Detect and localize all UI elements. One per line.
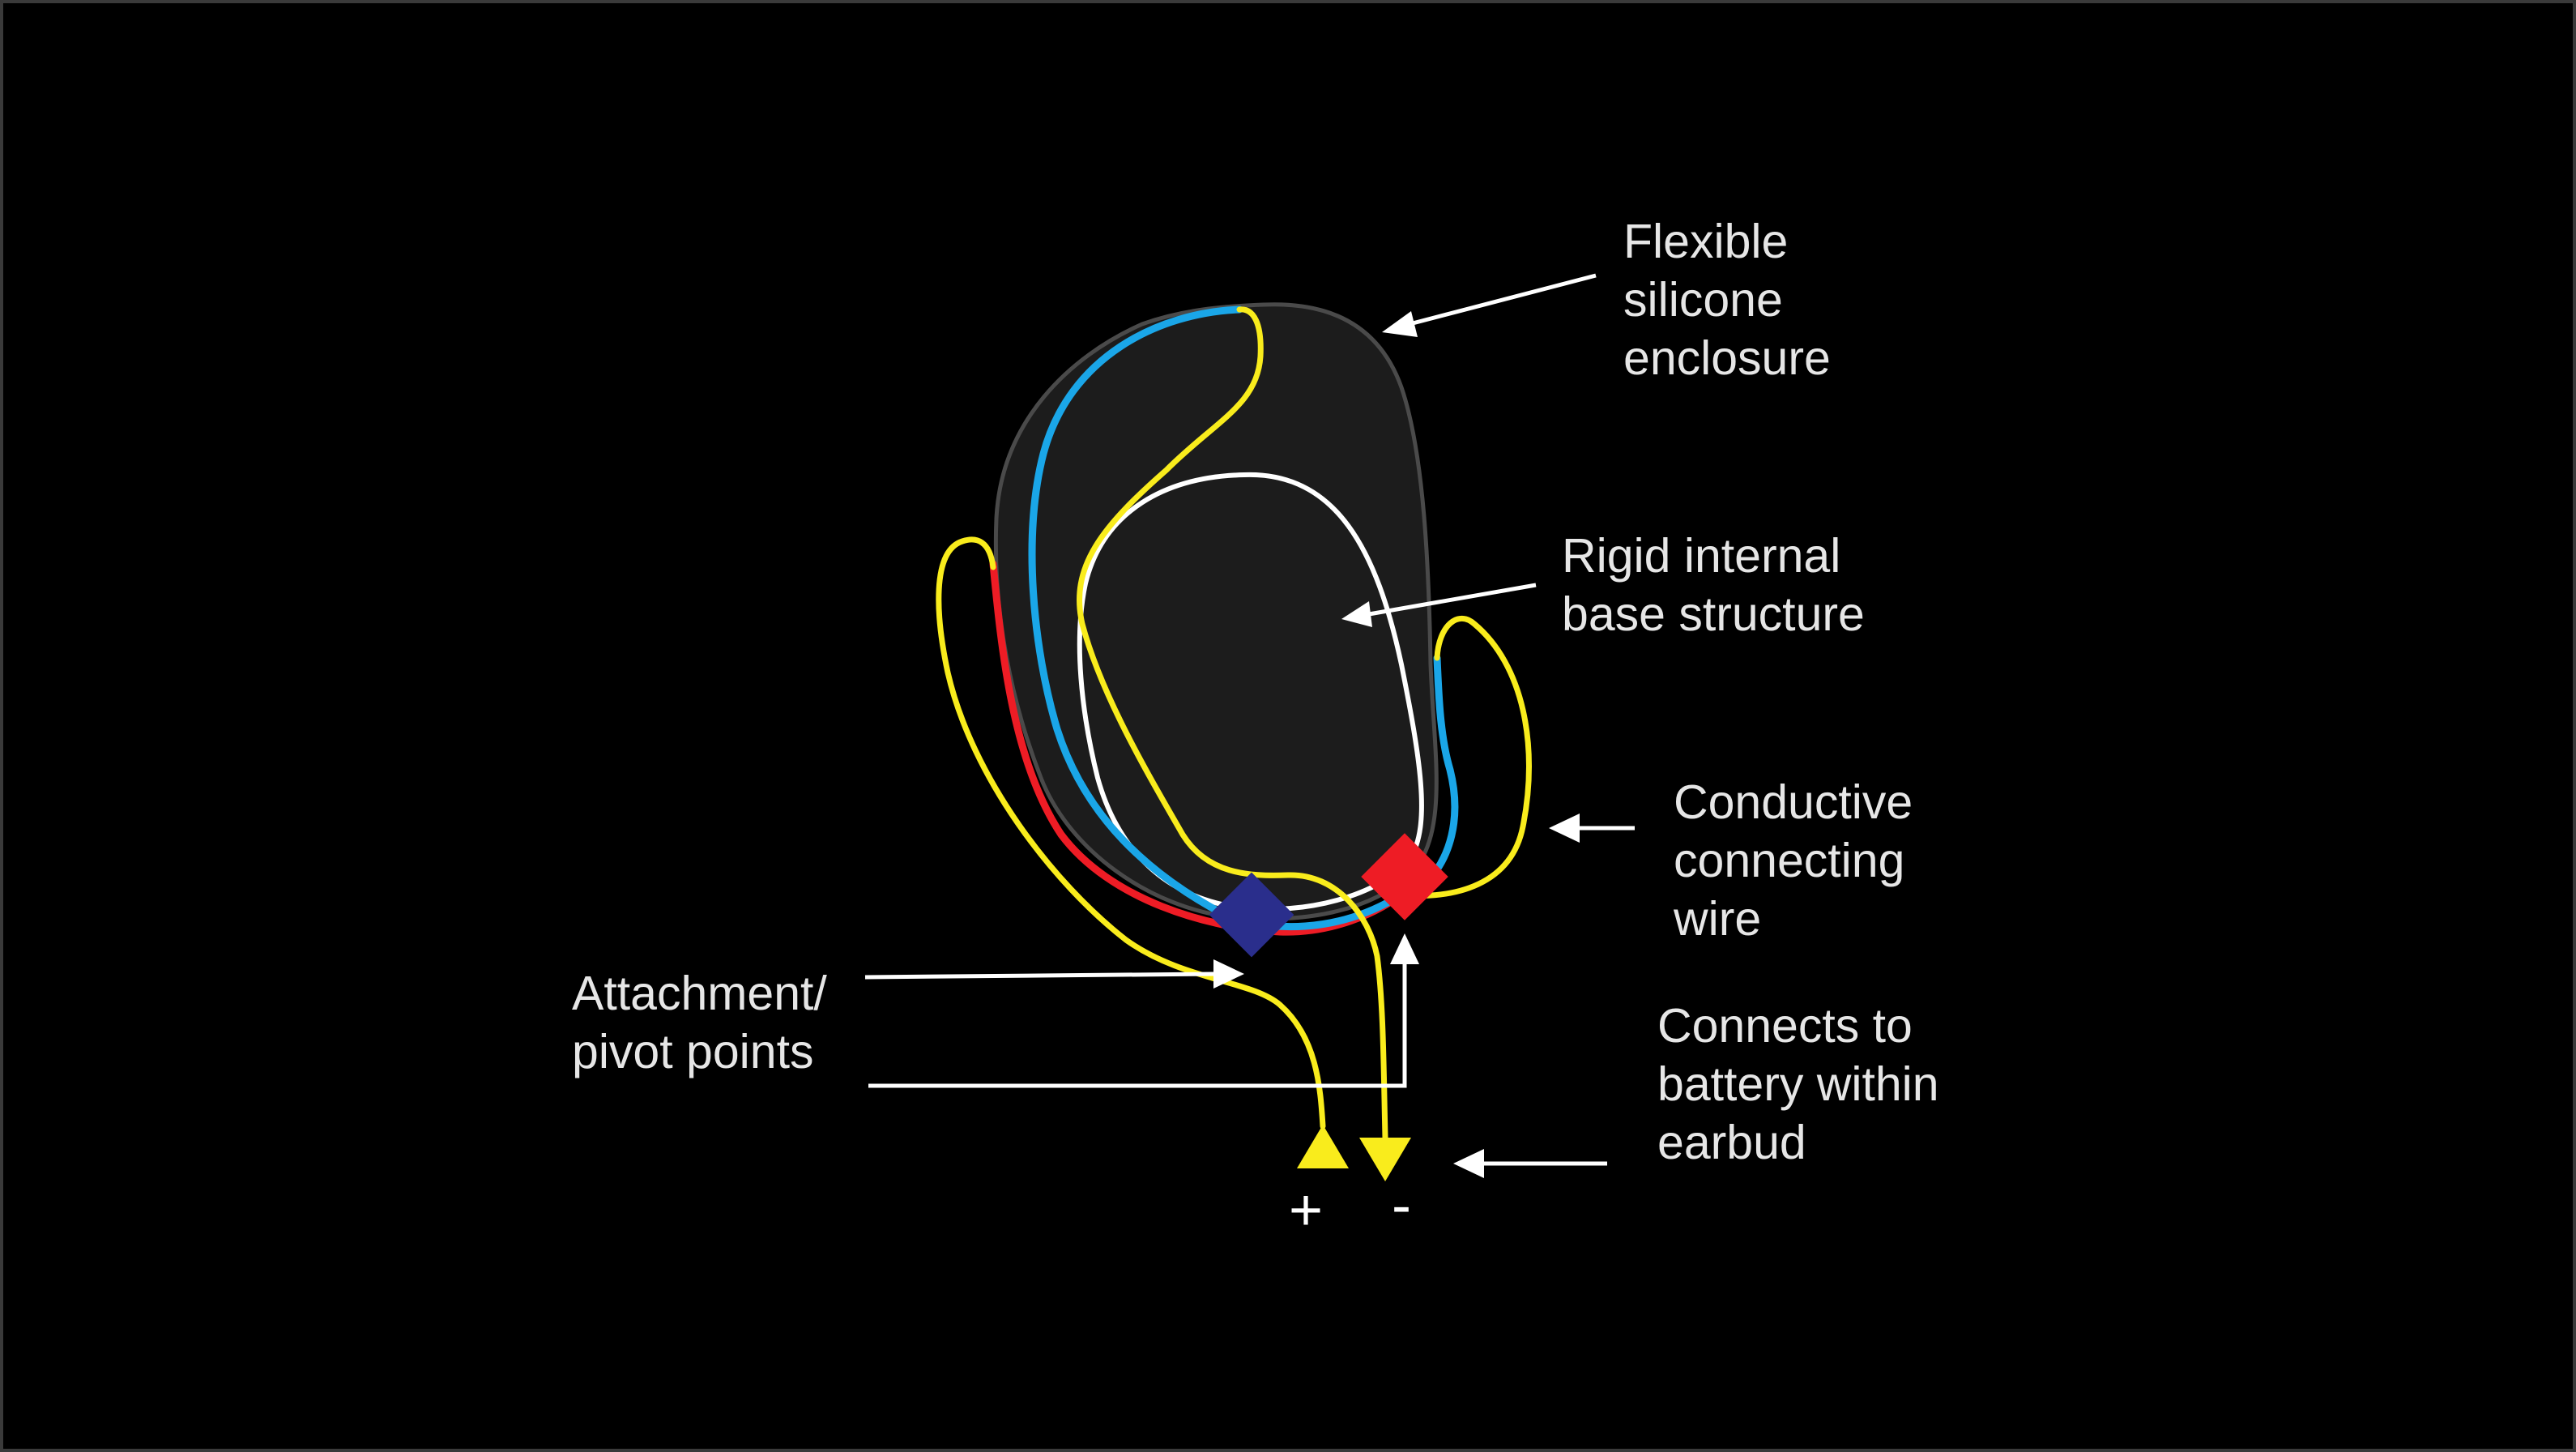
label-enclosure-line: Flexible xyxy=(1623,215,1788,268)
negative-terminal-arrow xyxy=(1359,1138,1411,1181)
plus-sign: + xyxy=(1289,1178,1323,1243)
enclosure-pointer-line xyxy=(1409,273,1597,327)
base-pointer-line xyxy=(1368,583,1537,617)
battery-pointer-head xyxy=(1453,1149,1484,1178)
pivot-pointer-head-lower xyxy=(1390,933,1419,964)
label-wire-line: Conductive xyxy=(1674,775,1913,829)
base-pointer-head xyxy=(1341,601,1372,627)
enclosure-pointer-head xyxy=(1382,311,1418,337)
pivot-pointer-line-upper xyxy=(864,972,1214,980)
label-wire: Conductive connecting wire xyxy=(1673,775,1926,946)
label-enclosure-line: enclosure xyxy=(1623,331,1831,385)
label-base-line: Rigid internal xyxy=(1562,529,1840,583)
label-battery: Connects to battery within earbud xyxy=(1657,999,1952,1169)
label-pivot-line: Attachment/ xyxy=(572,967,827,1020)
positive-terminal-arrow xyxy=(1297,1125,1349,1168)
label-battery-line: battery within xyxy=(1657,1057,1939,1111)
label-enclosure: Flexible silicone enclosure xyxy=(1623,215,1831,385)
yellow-wire-positive xyxy=(936,536,1326,1130)
yellow-wire-right-loop xyxy=(1390,616,1532,899)
label-base-line: base structure xyxy=(1562,587,1865,641)
blue-pivot-point xyxy=(1209,872,1294,958)
label-pivot-line: pivot points xyxy=(572,1025,813,1078)
wire-pointer-head xyxy=(1549,814,1580,843)
pivot-pointer-head-upper xyxy=(1213,959,1244,989)
pivot-pointer-line-lower xyxy=(868,961,1407,1088)
label-enclosure-line: silicone xyxy=(1623,273,1783,327)
yellow-wire-negative xyxy=(1077,306,1388,1141)
label-wire-line: connecting xyxy=(1674,834,1904,887)
minus-sign: - xyxy=(1392,1173,1411,1238)
label-wire-line: wire xyxy=(1673,892,1761,946)
label-pivot: Attachment/ pivot points xyxy=(572,967,840,1078)
blue-wire-right xyxy=(1422,654,1459,887)
label-battery-line: earbud xyxy=(1657,1116,1806,1169)
label-battery-line: Connects to xyxy=(1657,999,1913,1053)
label-base: Rigid internal base structure xyxy=(1562,529,1865,641)
